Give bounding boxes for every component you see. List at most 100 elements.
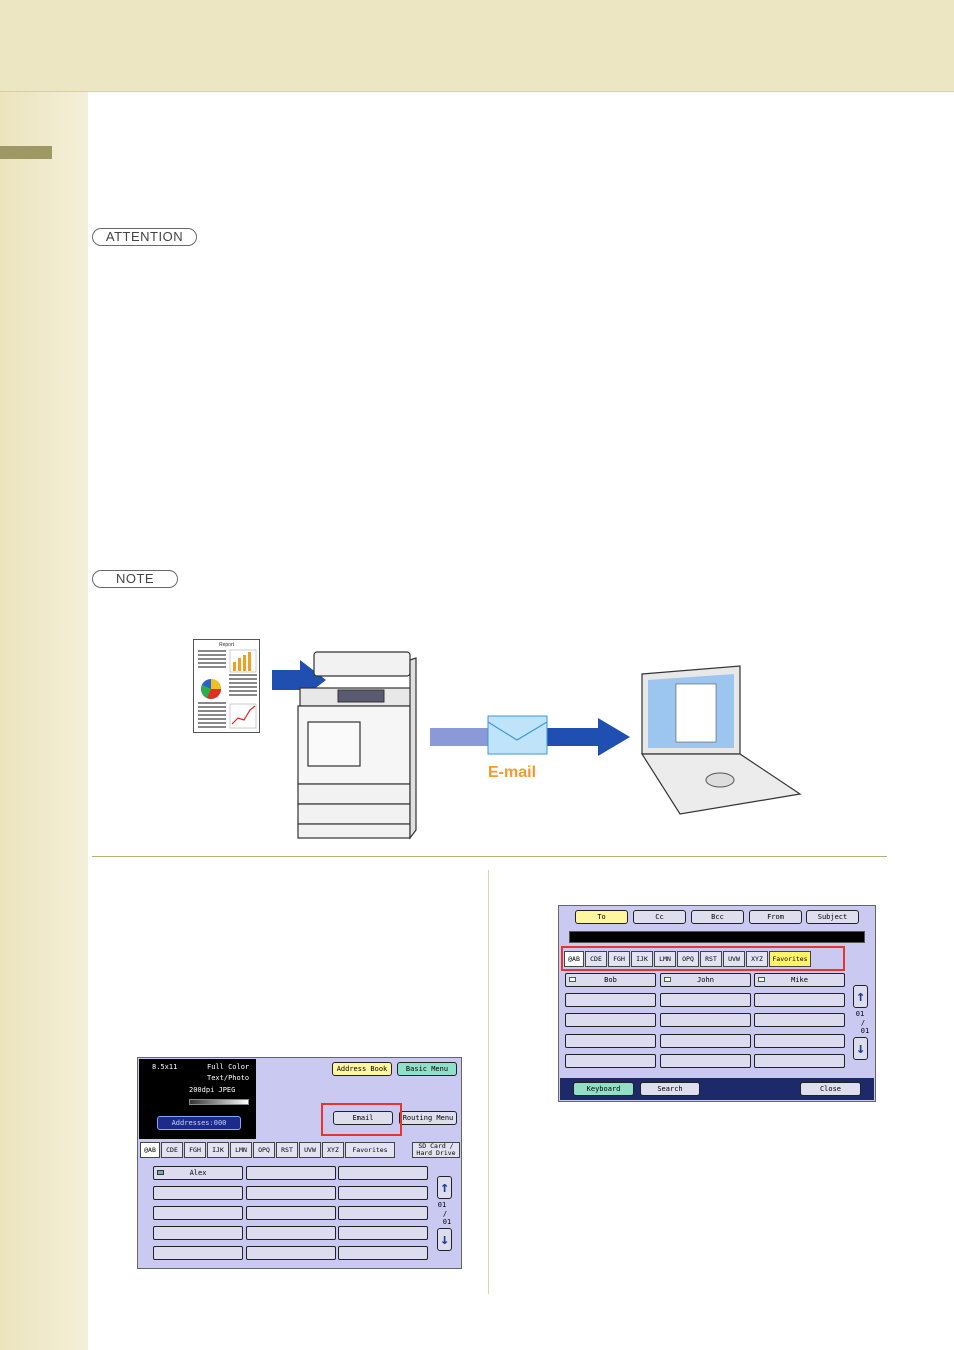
address-name: John	[697, 976, 714, 984]
report-content-graphic	[198, 649, 257, 729]
tab-0[interactable]: @AB	[140, 1142, 160, 1158]
scroll-down-button-2[interactable]: ↓	[853, 1037, 868, 1060]
scan-settings-panel: 8.5x11 Full Color Text/Photo 200dpi JPEG…	[139, 1059, 256, 1139]
attention-badge: ATTENTION	[92, 228, 197, 246]
tab2-8[interactable]: XYZ	[746, 951, 768, 967]
address-name: Bob	[604, 976, 617, 984]
tab2-1[interactable]: CDE	[585, 951, 607, 967]
tab-5[interactable]: OPQ	[253, 1142, 275, 1158]
side-bar	[0, 92, 88, 1350]
email-button[interactable]: Email	[333, 1111, 393, 1125]
email-transmission-diagram	[272, 651, 802, 840]
address-entry-bar[interactable]	[569, 931, 865, 943]
tab2-7[interactable]: UVW	[723, 951, 745, 967]
address-cell[interactable]	[338, 1186, 428, 1200]
tab-2[interactable]: FGH	[184, 1142, 206, 1158]
close-button[interactable]: Close	[800, 1082, 861, 1096]
email-label: E-mail	[488, 764, 537, 781]
tab-7[interactable]: UVW	[299, 1142, 321, 1158]
tab-4[interactable]: LMN	[230, 1142, 252, 1158]
address-cell[interactable]	[153, 1186, 243, 1200]
address-cell[interactable]	[246, 1186, 336, 1200]
address-cell[interactable]	[565, 1034, 656, 1048]
address-cell[interactable]: Bob	[565, 973, 656, 987]
note-badge: NOTE	[92, 570, 178, 588]
tab-6[interactable]: RST	[276, 1142, 298, 1158]
screen-address-book: 8.5x11 Full Color Text/Photo 200dpi JPEG…	[137, 1057, 462, 1269]
address-cell[interactable]	[246, 1226, 336, 1240]
address-cell[interactable]	[338, 1206, 428, 1220]
address-cell[interactable]	[338, 1246, 428, 1260]
tab-9[interactable]: Favorites	[345, 1142, 395, 1158]
address-cell[interactable]	[660, 1013, 751, 1027]
address-cell[interactable]	[754, 993, 845, 1007]
image-mode: Text/Photo	[207, 1074, 250, 1082]
address-book-button[interactable]: Address Book	[332, 1062, 392, 1076]
address-cell[interactable]	[660, 1034, 751, 1048]
tab2-2[interactable]: FGH	[608, 951, 630, 967]
scroll-down-button[interactable]: ↓	[437, 1228, 452, 1251]
field-button-to[interactable]: To	[575, 910, 628, 924]
page-bottom: 01	[442, 1218, 452, 1226]
scroll-up-button-2[interactable]: ↑	[853, 985, 868, 1008]
page-sep: /	[442, 1210, 448, 1218]
section-divider	[92, 856, 887, 857]
header-band	[0, 0, 954, 92]
address-cell[interactable]	[153, 1206, 243, 1220]
sd-tab-line1: SD Card /	[418, 1142, 454, 1150]
page-top: 01	[437, 1201, 447, 1209]
tab2-6[interactable]: RST	[700, 951, 722, 967]
page-bottom-2: 01	[860, 1027, 870, 1035]
report-document-illustration: Report	[193, 639, 260, 733]
field-button-from[interactable]: From	[749, 910, 802, 924]
address-cell[interactable]	[338, 1166, 428, 1180]
paper-size: 8.5x11	[152, 1063, 178, 1071]
page-sep-2: /	[860, 1019, 866, 1027]
routing-menu-button[interactable]: Routing Menu	[399, 1111, 457, 1125]
address-name: Alex	[189, 1169, 207, 1177]
address-cell[interactable]	[754, 1034, 845, 1048]
address-cell[interactable]	[153, 1226, 243, 1240]
address-cell[interactable]	[660, 993, 751, 1007]
tab-3[interactable]: IJK	[207, 1142, 229, 1158]
page-top-2: 01	[855, 1010, 865, 1018]
sd-tab-line2: Hard Drive	[416, 1149, 456, 1157]
field-button-subject[interactable]: Subject	[806, 910, 859, 924]
scroll-up-button[interactable]: ↑	[437, 1176, 452, 1199]
address-name: Mike	[791, 976, 808, 984]
address-cell[interactable]	[246, 1246, 336, 1260]
tab-8[interactable]: XYZ	[322, 1142, 344, 1158]
address-cell[interactable]	[338, 1226, 428, 1240]
screen1-sd-tab[interactable]: SD Card / Hard Drive	[412, 1142, 460, 1158]
address-cell[interactable]	[565, 1013, 656, 1027]
bottom-bar	[560, 1078, 874, 1100]
address-cell[interactable]	[754, 1013, 845, 1027]
address-cell[interactable]	[565, 993, 656, 1007]
resolution: 200dpi JPEG	[189, 1086, 236, 1094]
keyboard-button[interactable]: Keyboard	[573, 1082, 634, 1096]
field-button-bcc[interactable]: Bcc	[691, 910, 744, 924]
field-button-cc[interactable]: Cc	[633, 910, 686, 924]
address-cell[interactable]: Mike	[754, 973, 845, 987]
address-cell[interactable]	[246, 1206, 336, 1220]
address-cell[interactable]: John	[660, 973, 751, 987]
tab2-0[interactable]: @AB	[564, 951, 584, 967]
address-cell[interactable]	[246, 1166, 336, 1180]
tab2-4[interactable]: LMN	[654, 951, 676, 967]
alpha-tabs-highlight	[561, 946, 845, 971]
address-cell[interactable]	[660, 1054, 751, 1068]
address-cell[interactable]	[153, 1246, 243, 1260]
tab-1[interactable]: CDE	[161, 1142, 183, 1158]
tab2-9[interactable]: Favorites	[769, 951, 811, 967]
density-slider[interactable]	[189, 1099, 249, 1105]
address-cell[interactable]: Alex	[153, 1166, 243, 1180]
address-cell[interactable]	[565, 1054, 656, 1068]
tab2-3[interactable]: IJK	[631, 951, 653, 967]
search-button[interactable]: Search	[640, 1082, 700, 1096]
address-cell[interactable]	[754, 1054, 845, 1068]
basic-menu-button[interactable]: Basic Menu	[397, 1062, 457, 1076]
tab2-5[interactable]: OPQ	[677, 951, 699, 967]
